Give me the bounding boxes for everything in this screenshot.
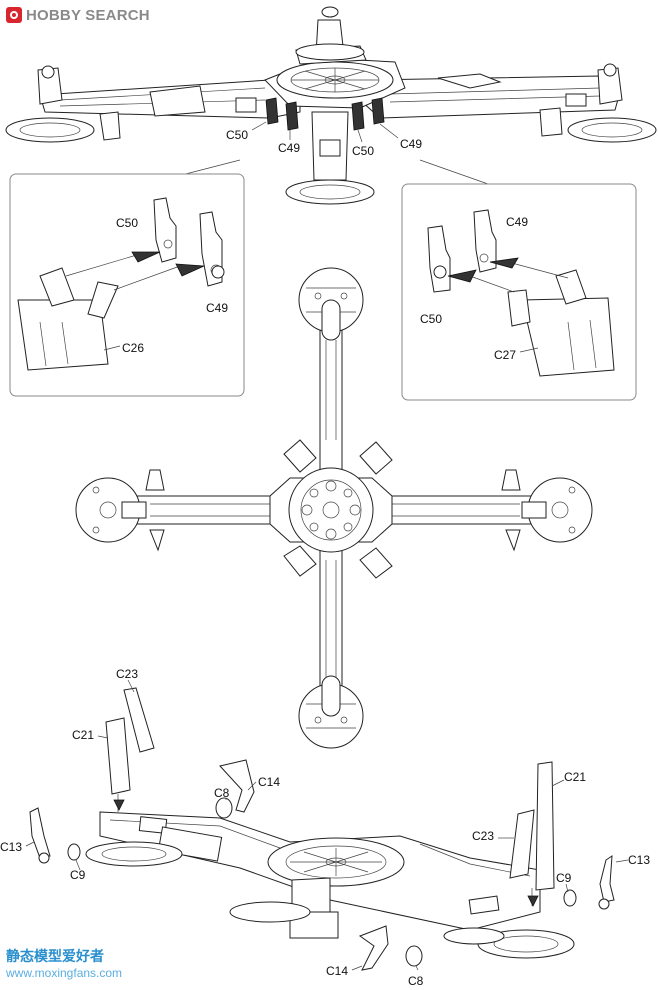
part-c9-left [67,843,81,861]
brand-text: HOBBY SEARCH [26,6,150,24]
label-left-c50: C50 [116,216,138,230]
brand-logo-icon [6,7,22,23]
part-c13-right [599,855,615,903]
plan-bracket-se [359,547,393,579]
plan-view-cross [75,267,593,749]
part-c14-top [219,759,255,813]
part-c21-left [105,717,131,795]
top-assembly-view: C50 C49 C50 C49 [5,6,657,205]
label-c9-right: C9 [556,871,572,885]
label-c9-left: C9 [70,868,86,882]
top-right-landing-pad [567,117,657,143]
label-right-c49: C49 [506,215,528,229]
bracket-c49-right [371,97,385,125]
right-detail-box: C49 C50 C27 [401,183,637,401]
label-c27: C27 [494,348,516,362]
plan-bracket-ne [359,441,393,475]
label-c13-left: C13 [0,840,22,854]
part-c8-top [215,797,233,819]
label-c13-right: C13 [628,853,650,867]
top-left-landing-pad [5,117,95,143]
footer-watermark-cn: 静态模型爱好者 [6,948,104,964]
detail-right-c49-part [473,209,497,273]
label-c14-bottom: C14 [326,964,348,978]
label-top-c50-left: C50 [226,128,248,142]
label-c23-left: C23 [116,667,138,681]
label-c8-bottom: C8 [408,974,424,988]
part-c8-bottom [405,945,423,967]
top-left-window [235,97,257,113]
label-c8-top: C8 [214,786,230,800]
bottom-assembly-view: C23 C21 C14 C8 C13 C9 C21 C23 C9 C13 C14… [0,667,650,988]
label-top-c49-right: C49 [400,137,422,151]
plan-bracket-nw [283,439,317,473]
part-c23-right [509,809,535,879]
label-c14-top: C14 [258,775,280,789]
label-top-c50-right: C50 [352,144,374,158]
bracket-c50-left [265,97,279,125]
label-right-c50: C50 [420,312,442,326]
bottom-left-pad [85,841,183,867]
label-c23-right: C23 [472,829,494,843]
label-c21-left: C21 [72,728,94,742]
detail-left-c50-part [153,197,177,263]
plan-center-disc [288,467,374,553]
part-c14-bottom [358,925,389,971]
label-c21-right: C21 [564,770,586,784]
label-c26: C26 [122,341,144,355]
hobby-search-watermark: HOBBY SEARCH [6,6,150,24]
part-c23-left [123,687,155,753]
label-left-c49: C49 [206,301,228,315]
footer-watermark-url: www.moxingfans.com [6,966,123,980]
bracket-c50-right [351,101,365,131]
part-c21-right [535,761,555,891]
plan-bracket-sw [283,545,317,577]
left-detail-box: C50 C49 C26 [9,173,245,397]
bracket-c49-left [285,101,299,131]
bottom-landing-pad [285,179,375,205]
label-top-c49-left: C49 [278,141,300,155]
part-c13-left [29,807,51,859]
part-c9-right [563,889,577,907]
